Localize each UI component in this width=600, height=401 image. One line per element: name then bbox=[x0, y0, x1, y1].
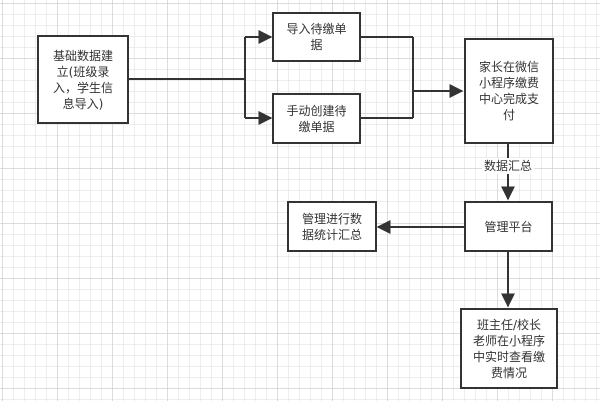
node-import-bills[interactable]: 导入待缴单据 bbox=[272, 12, 361, 62]
node-manual-bills[interactable]: 手动创建待缴单据 bbox=[272, 93, 361, 144]
node-teacher-view[interactable]: 班主任/校长老师在小程序中实时查看缴费情况 bbox=[460, 308, 558, 389]
node-teacher-view-label: 班主任/校长老师在小程序中实时查看缴费情况 bbox=[472, 317, 545, 380]
node-mgmt-stats-label: 管理进行数据统计汇总 bbox=[301, 211, 362, 242]
node-base-data-label: 基础数据建立(班级录入，学生信息导入) bbox=[52, 48, 113, 111]
node-base-data[interactable]: 基础数据建立(班级录入，学生信息导入) bbox=[37, 35, 129, 124]
node-parent-pay[interactable]: 家长在微信小程序缴费中心完成支付 bbox=[464, 38, 554, 144]
node-mgmt-platform-label: 管理平台 bbox=[484, 219, 533, 234]
node-mgmt-platform[interactable]: 管理平台 bbox=[464, 201, 553, 252]
node-manual-bills-label: 手动创建待缴单据 bbox=[286, 103, 347, 134]
node-import-bills-label: 导入待缴单据 bbox=[286, 22, 347, 52]
node-parent-pay-label: 家长在微信小程序缴费中心完成支付 bbox=[478, 60, 539, 122]
edge-label-data-summary: 数据汇总 bbox=[482, 158, 535, 174]
node-mgmt-stats[interactable]: 管理进行数据统计汇总 bbox=[287, 201, 377, 252]
